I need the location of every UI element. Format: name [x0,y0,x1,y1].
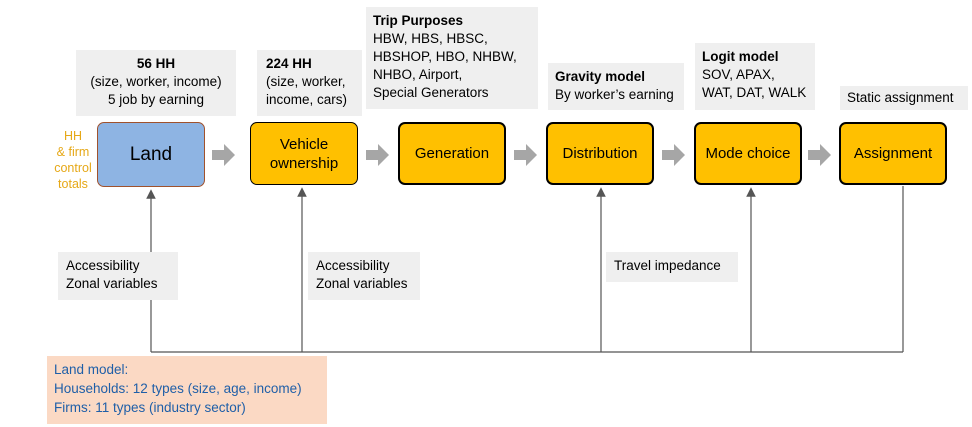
vehicle-annotation-line: (size, worker, [266,74,346,89]
mode-choice-label: Mode choice [705,145,791,162]
flow-arrow-icon [662,144,685,166]
travel-impedance-annotation: Travel impedance [606,252,738,282]
flow-arrow-icon [366,144,389,166]
trip-purposes-title: Trip Purposes [373,13,464,28]
trip-purposes-annotation: Trip Purposes HBW, HBS, HBSC, HBSHOP, HB… [366,7,538,109]
accessibility-annotation-left: Accessibility Zonal variables [58,252,178,300]
vehicle-annotation: 224 HH (size, worker, income, cars) [257,50,362,116]
land-annotation-line: 5 job by earning [107,92,205,107]
travel-impedance-text: Travel impedance [614,258,721,273]
trip-purposes-line: NHBO, Airport, [373,67,463,82]
land-annotation-title: 56 HH [136,56,176,71]
gravity-annotation: Gravity model By worker’s earning [548,63,684,110]
accessibility-line: Zonal variables [66,276,158,291]
land-step-label: Land [129,144,173,165]
trip-purposes-line: HBW, HBS, HBSC, [373,31,488,46]
gravity-title: Gravity model [555,69,646,84]
static-assignment-text: Static assignment [847,90,954,105]
generation-step: Generation [398,122,506,185]
control-totals-line: totals [58,177,88,191]
flow-arrow-icon [514,144,537,166]
gravity-line: By worker’s earning [555,87,674,102]
logit-annotation: Logit model SOV, APAX, WAT, DAT, WALK [695,43,815,110]
vehicle-ownership-label: Vehicle [279,135,329,153]
control-totals-line: HH [63,129,83,143]
logit-line: WAT, DAT, WALK [702,85,807,100]
control-totals-line: & firm [56,145,90,159]
logit-line: SOV, APAX, [702,67,775,82]
distribution-label: Distribution [562,145,638,162]
accessibility-line: Accessibility [66,258,140,273]
land-model-line: Firms: 11 types (industry sector) [54,400,246,415]
flow-arrow-icon [212,144,235,166]
trip-purposes-line: Special Generators [373,85,489,100]
trip-purposes-line: HBSHOP, HBO, NHBW, [373,49,517,64]
land-annotation: 56 HH (size, worker, income) 5 job by ea… [76,50,236,116]
assignment-label: Assignment [853,145,933,162]
control-totals-label: HH & firm control totals [52,128,94,192]
static-assignment-annotation: Static assignment [840,86,968,110]
accessibility-line: Accessibility [316,258,390,273]
land-model-box: Land model: Households: 12 types (size, … [47,356,327,424]
land-annotation-line: (size, worker, income) [90,74,222,89]
flow-arrow-icon [808,144,831,166]
vehicle-annotation-title: 224 HH [266,56,312,71]
control-totals-line: control [54,161,92,175]
land-step: Land [97,122,205,187]
assignment-step: Assignment [839,122,947,185]
mode-choice-step: Mode choice [694,122,802,185]
land-model-line: Land model: [54,362,129,377]
accessibility-line: Zonal variables [316,276,408,291]
distribution-step: Distribution [546,122,654,185]
generation-label: Generation [414,145,490,162]
land-model-line: Households: 12 types (size, age, income) [54,381,302,396]
logit-title: Logit model [702,49,779,64]
accessibility-annotation-mid: Accessibility Zonal variables [308,252,420,300]
vehicle-annotation-line: income, cars) [266,92,348,107]
vehicle-ownership-step: Vehicle ownership [250,122,358,185]
vehicle-ownership-label: ownership [269,154,339,172]
